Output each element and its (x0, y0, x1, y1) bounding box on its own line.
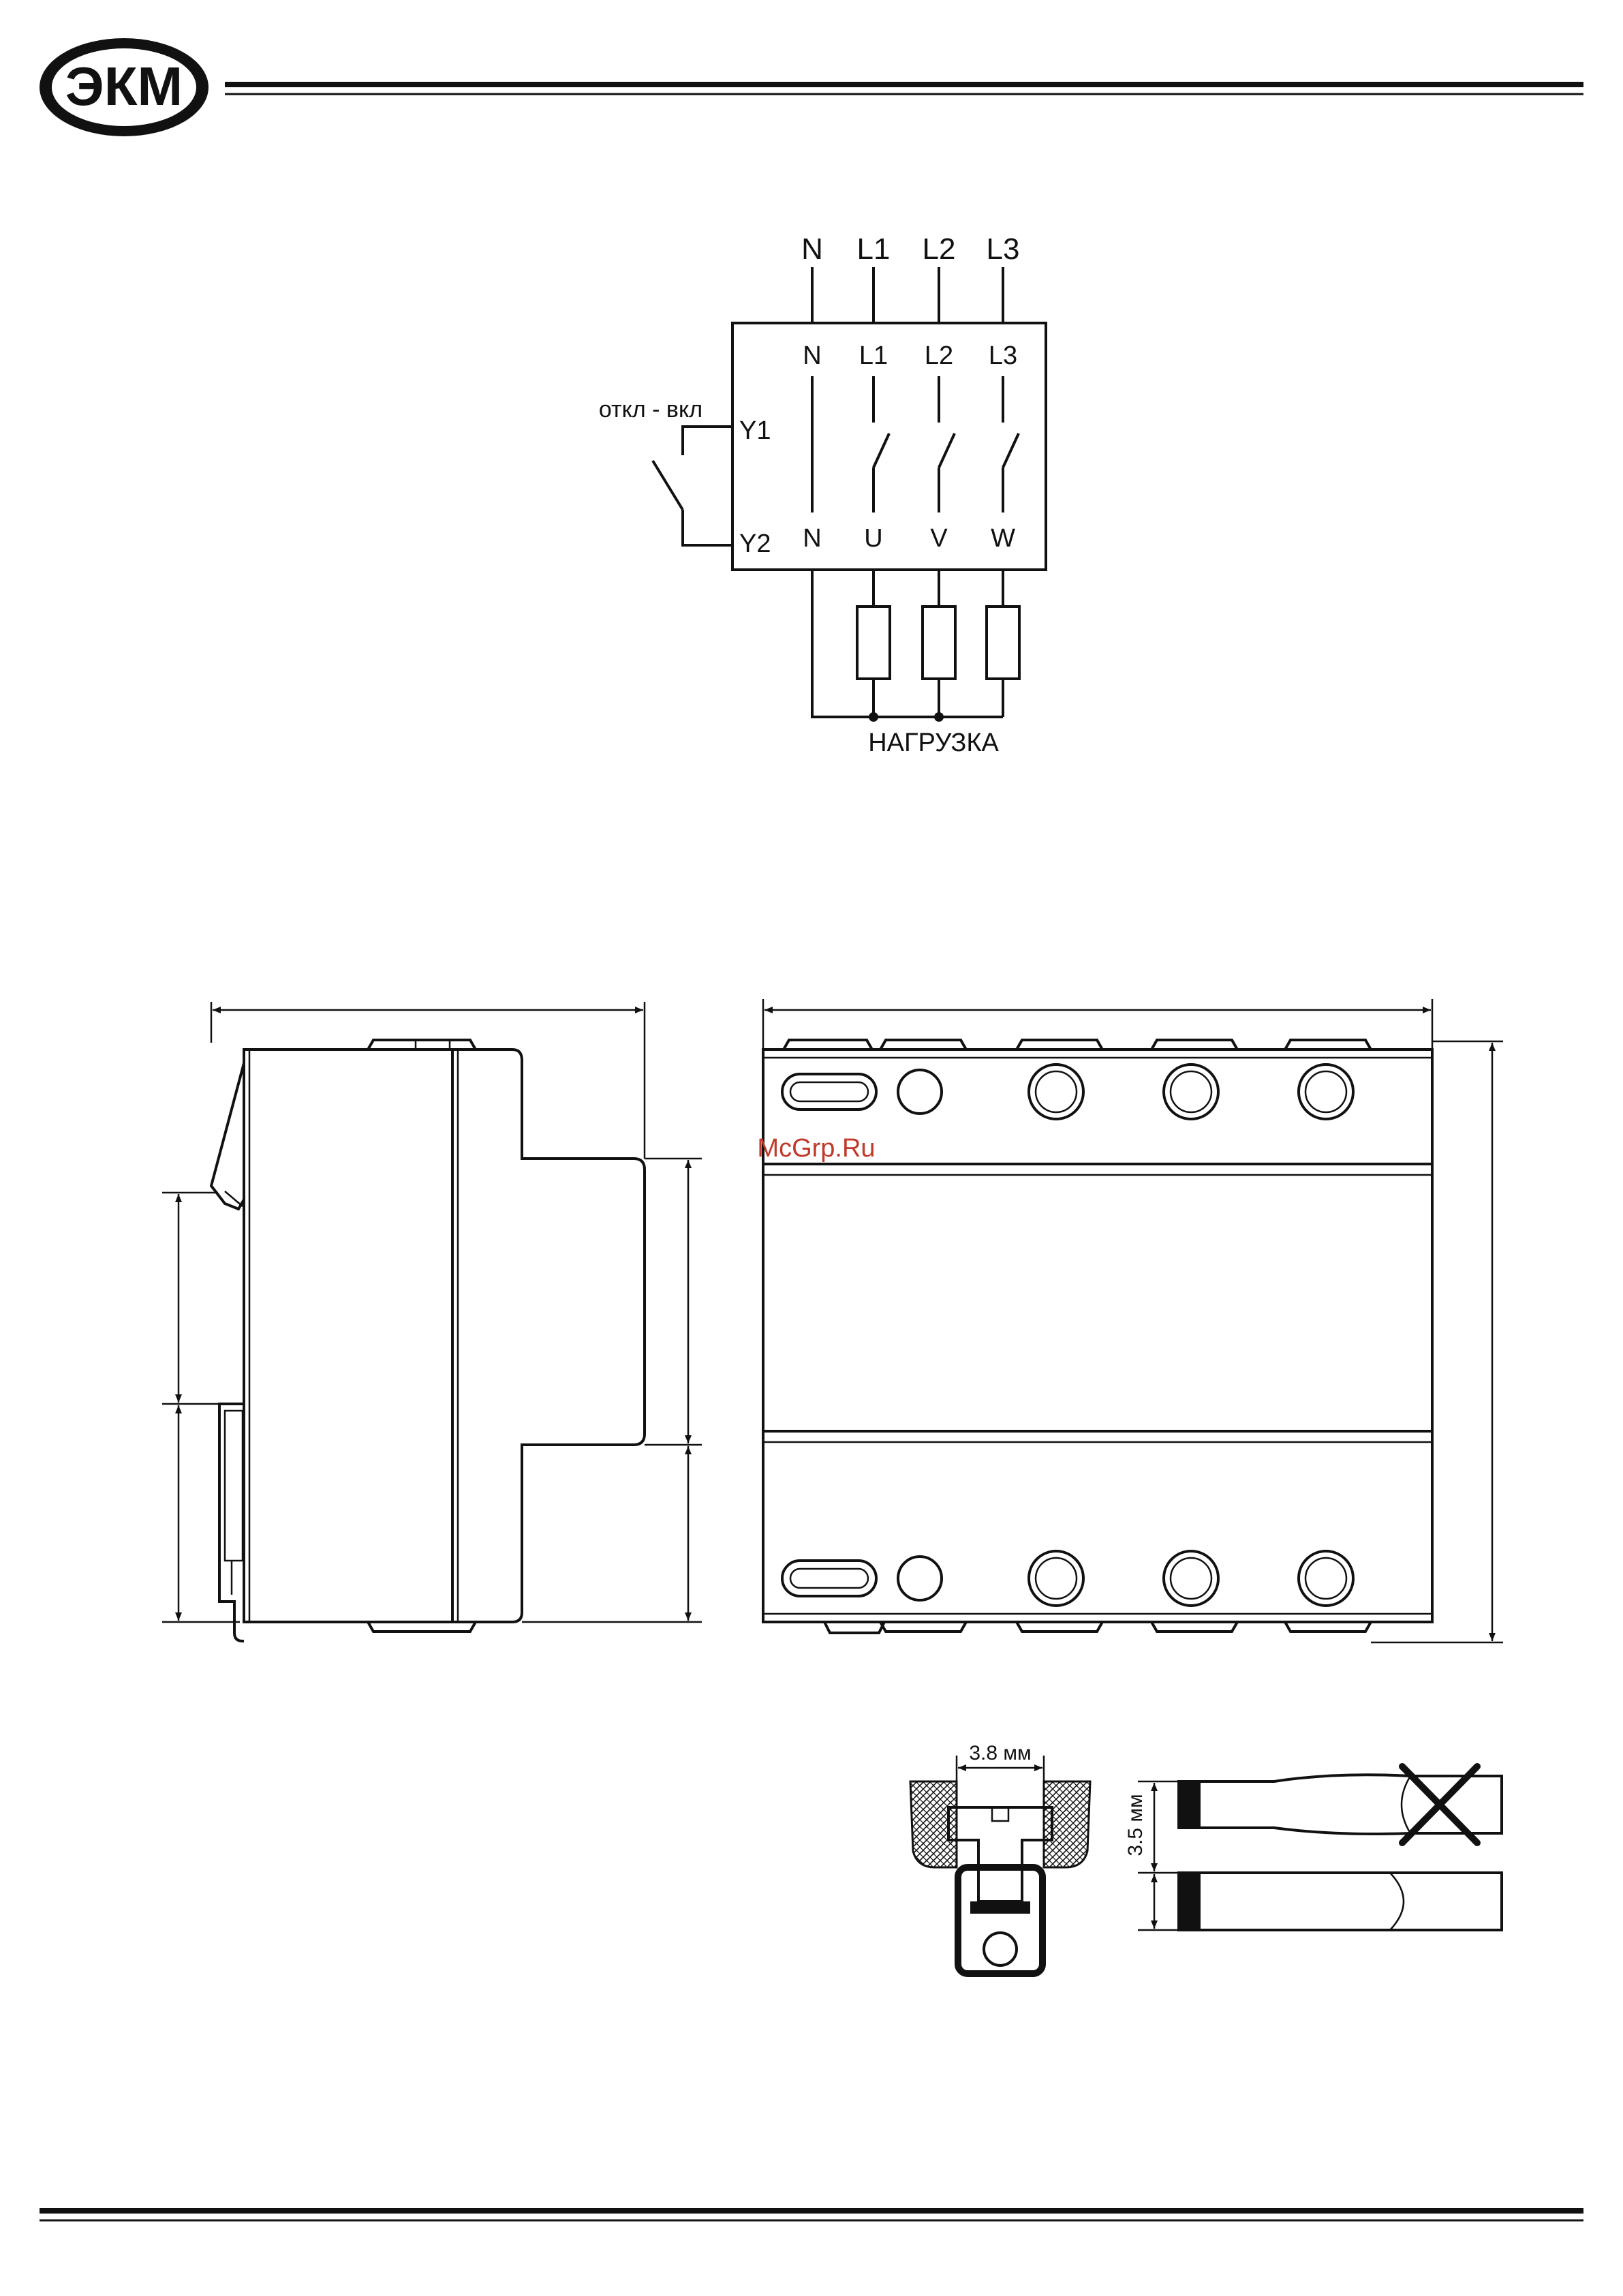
ekm-logo: ЭКМ (40, 38, 208, 136)
cross-icon (1402, 1766, 1477, 1843)
control-switch (653, 427, 732, 545)
watermark-text: McGrp.Ru (757, 1134, 875, 1163)
terminal-label-l3-top: L3 (987, 232, 1020, 266)
load-resistor-1 (857, 607, 890, 679)
blade-thickness-label: 3.5 мм (1124, 1794, 1147, 1856)
inner-label-n: N (803, 341, 821, 370)
y2-label: Y2 (739, 530, 771, 558)
header: ЭКМ (40, 38, 1583, 136)
inner-label-w: W (991, 524, 1015, 553)
junction-dot-2 (934, 712, 944, 722)
contact-l2 (939, 376, 955, 512)
footer (40, 2211, 1583, 2220)
front-view-drawing (763, 999, 1503, 1642)
terminal-label-l1-top: L1 (857, 232, 891, 266)
inner-label-n-out: N (803, 524, 821, 553)
inner-label-u: U (864, 524, 882, 553)
y1-label: Y1 (739, 416, 771, 445)
inner-label-v: V (930, 524, 948, 553)
slot-width-label: 3.8 мм (969, 1742, 1031, 1764)
load-resistor-2 (923, 607, 955, 679)
screwdriver-correct (1138, 1873, 1502, 1930)
load-label: НАГРУЗКА (868, 729, 999, 757)
terminal-label-n-top: N (801, 232, 823, 266)
terminal-label-l2-top: L2 (923, 232, 956, 266)
inner-label-l3: L3 (989, 341, 1017, 370)
contact-l1 (874, 376, 889, 512)
screwdriver-detail-drawing: 3.5 мм (1124, 1766, 1502, 1930)
side-view-drawing (162, 1002, 702, 1641)
logo-text: ЭКМ (65, 56, 183, 117)
screwdriver-wrong (1179, 1775, 1502, 1834)
inner-label-l2: L2 (925, 341, 953, 370)
load-resistor-3 (987, 607, 1019, 679)
inner-label-l1: L1 (859, 341, 888, 370)
junction-dot-1 (869, 712, 878, 722)
terminal-detail-drawing: 3.8 мм (910, 1742, 1090, 1974)
contact-l3 (1003, 376, 1019, 512)
control-label: откл - вкл (599, 397, 702, 423)
wiring-schematic: N L1 L2 L3 N L1 L2 L3 N U V W откл - вкл… (599, 232, 1046, 757)
